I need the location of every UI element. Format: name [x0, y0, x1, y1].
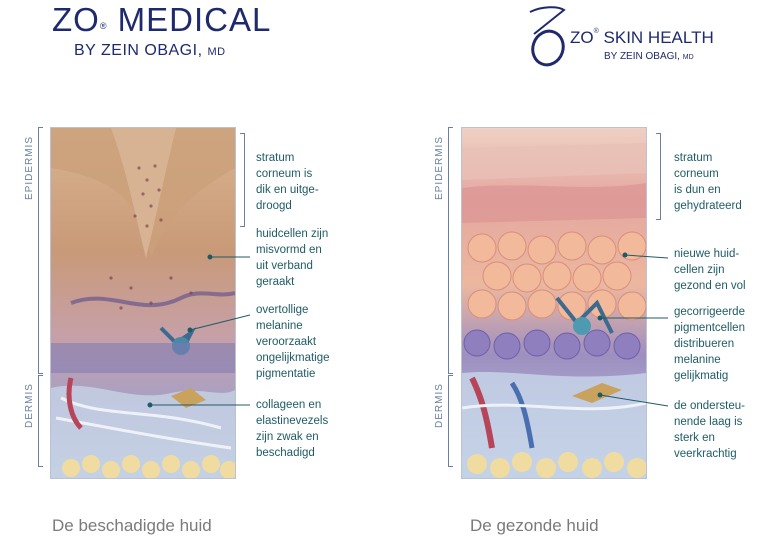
annotation-left-collagen: collageen en elastinevezels zijn zwak en…	[256, 399, 329, 459]
annotation-right-stratum: stratum corneum is dun en gehydrateerd	[674, 152, 742, 212]
brand-skin-health: SKIN HEALTH	[603, 28, 714, 47]
zo-emblem-icon	[529, 6, 566, 67]
annotation-right-support: de ondersteu- nende laag is sterk en vee…	[674, 400, 745, 460]
leader-dot-left-melanin	[187, 327, 193, 333]
annotation-left-melanin: overtollige melanine veroorzaakt ongelij…	[256, 304, 330, 380]
leader-dot-right-support	[597, 392, 603, 398]
epidermis-bracket-left	[38, 127, 43, 374]
leader-right-cells	[624, 254, 669, 259]
leader-dot-right-cells	[622, 252, 628, 258]
brand-medical: MEDICAL	[117, 1, 272, 38]
annotation-left-stratum: stratum corneum is dik en uitge- droogd	[256, 152, 319, 212]
caption-damaged-skin: De beschadigde huid	[52, 516, 212, 535]
caption-healthy-skin: De gezonde huid	[470, 516, 599, 535]
annotation-bracket-right-1	[656, 133, 661, 220]
healthy-skin-illustration	[461, 127, 647, 479]
annotation-left-cells: huidcellen zijn misvormd en uit verband …	[256, 228, 329, 288]
brand-zo: ZO	[52, 1, 100, 38]
brand-byline: BY ZEIN OBAGI,	[74, 42, 203, 59]
annotation-right-pigment: gecorrigeerde pigmentcellen distribueren…	[674, 306, 745, 382]
zo-medical-logo: ZO® MEDICAL BY ZEIN OBAGI, MD	[52, 2, 271, 60]
leader-dot-right-pigment	[597, 315, 603, 321]
dermis-bracket-right	[448, 375, 453, 467]
dermis-bracket-left	[38, 375, 43, 467]
annotation-right-cells: nieuwe huid- cellen zijn gezond en vol	[674, 248, 746, 292]
leader-dot-left-cells	[207, 254, 213, 260]
annotation-bracket-left-1	[240, 133, 245, 227]
epidermis-bracket-right	[448, 127, 453, 374]
brand-registered-mark: ®	[593, 28, 599, 35]
leader-right-support	[599, 394, 669, 407]
brand-byline-suffix: MD	[207, 46, 226, 58]
brand-byline: BY ZEIN OBAGI,	[604, 51, 680, 62]
leader-dot-left-collagen	[147, 402, 153, 408]
damaged-skin-illustration	[50, 127, 236, 479]
zo-skin-health-logo: ZO® SKIN HEALTH BY ZEIN OBAGI, MD	[524, 4, 724, 74]
brand-byline-suffix: MD	[682, 54, 694, 61]
brand-registered-mark: ®	[99, 21, 108, 31]
brand-zo: ZO	[570, 28, 594, 47]
leader-left-melanin	[189, 314, 251, 331]
